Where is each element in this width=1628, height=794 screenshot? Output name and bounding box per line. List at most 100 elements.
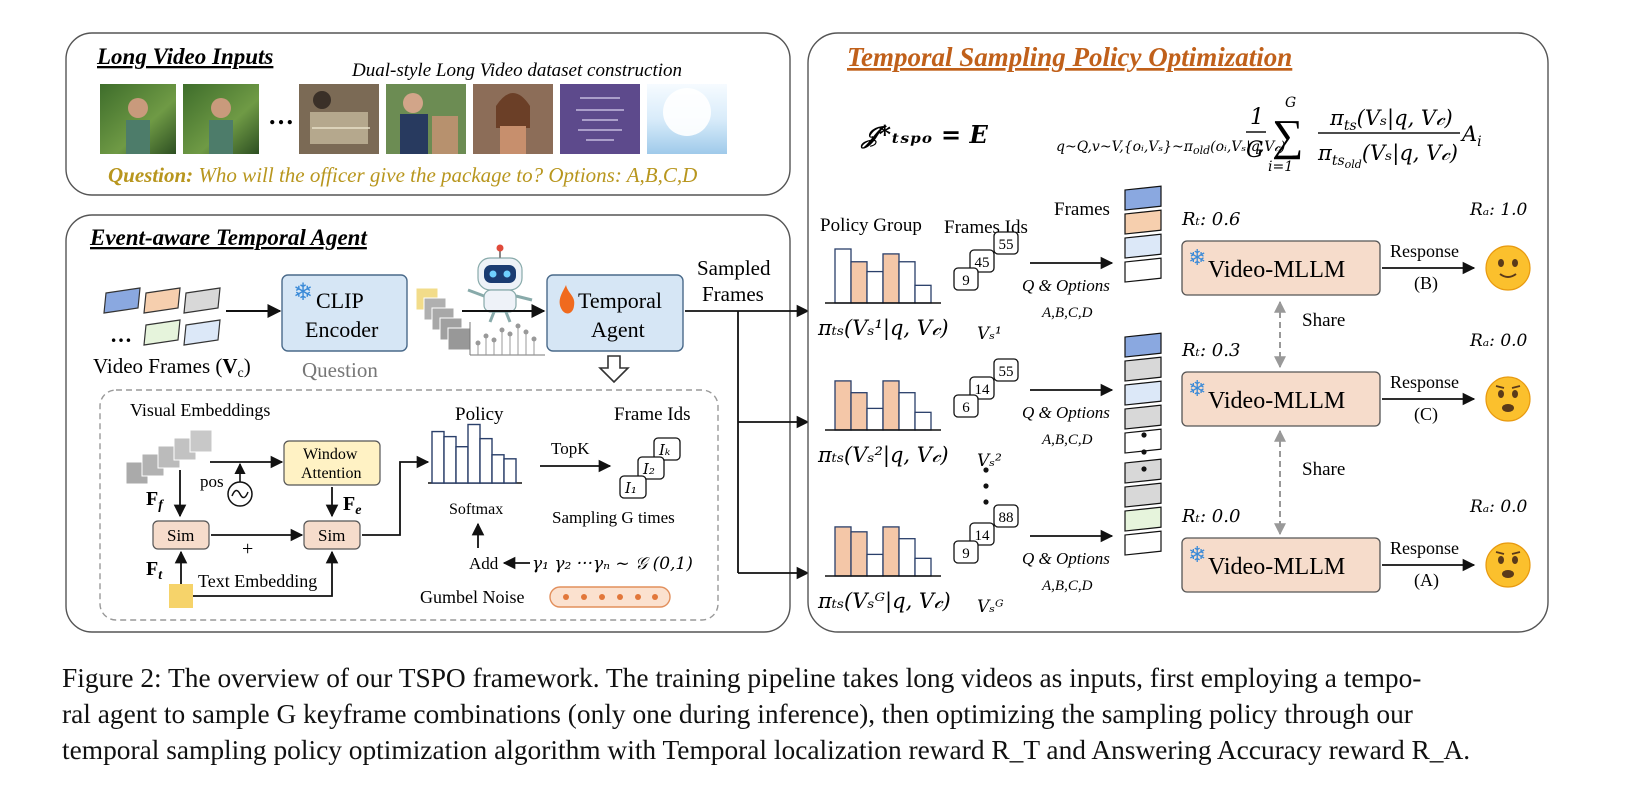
sampled-frames-arrows xyxy=(685,304,810,580)
frame-thumbnail xyxy=(1124,506,1162,532)
frame-id-box xyxy=(953,394,979,418)
arrow-text-to-sim xyxy=(193,550,339,597)
face-brow xyxy=(1511,385,1521,389)
sampled-set-label: Vₛ¹ xyxy=(977,324,1002,344)
frame-id-number: 6 xyxy=(962,400,970,416)
svg-text:Ai: Ai xyxy=(1460,122,1482,150)
robot-icon xyxy=(467,244,533,323)
agent-policy-bar xyxy=(479,437,493,484)
ft-label: Ft xyxy=(146,558,163,583)
face-eye xyxy=(1498,259,1504,267)
video-mllm-box xyxy=(1181,371,1381,427)
clip-label-line1: CLIP xyxy=(316,288,364,313)
temporal-agent-box: Temporal Agent xyxy=(546,274,684,352)
frame-id-box xyxy=(969,376,995,400)
snowflake-icon: ❄ xyxy=(1188,542,1206,567)
response-answer: (B) xyxy=(1414,273,1438,294)
svg-text:G: G xyxy=(1246,138,1264,163)
q-options-label: Q & Options xyxy=(1022,549,1110,568)
svg-text:Sim: Sim xyxy=(167,526,194,545)
thumbnail-ellipsis: … xyxy=(268,101,294,130)
svg-text:q~Q,v~V,{oᵢ,Vₛ}~πold(oᵢ,Vₛ|q,V: q~Q,v~V,{oᵢ,Vₛ}~πold(oᵢ,Vₛ|q,V𝒸) xyxy=(1056,139,1285,157)
frame-id-number: 9 xyxy=(962,546,970,562)
video-thumbnail-2 xyxy=(183,84,259,154)
agent-policy-bar xyxy=(431,430,445,484)
face-brow xyxy=(1495,385,1505,389)
svg-text:1: 1 xyxy=(1250,105,1264,130)
agent-detail-dashed-box xyxy=(99,389,719,621)
fire-icon xyxy=(559,285,575,314)
video-thumbnail-1 xyxy=(100,84,176,154)
softmax-label: Softmax xyxy=(449,501,503,518)
frame-thumbnail xyxy=(1124,257,1162,283)
topk-label: TopK xyxy=(551,439,590,458)
caption-line-2: ral agent to sample G keyframe combinati… xyxy=(62,699,1413,729)
video-mllm-label: Video-MLLM xyxy=(1208,257,1345,283)
visual-embeddings-stack xyxy=(125,429,213,485)
svg-text:πts(Vₛ|q, V𝒸): πts(Vₛ|q, V𝒸) xyxy=(1329,106,1453,134)
policy-bar xyxy=(898,392,916,431)
add-label: Add xyxy=(469,554,499,573)
face-eye xyxy=(1498,390,1504,398)
agent-policy-bar xyxy=(455,446,469,484)
face-eye xyxy=(1512,556,1518,564)
share-label-2: Share xyxy=(1302,459,1345,480)
text-embedding-icon xyxy=(169,584,193,608)
agent-policy-bar xyxy=(467,423,481,484)
question-label: Question xyxy=(302,358,378,382)
q-options-label: Q & Options xyxy=(1022,276,1110,295)
tspo-title: Temporal Sampling Policy Optimization xyxy=(847,42,1292,72)
frames-label: Frames xyxy=(1054,199,1110,220)
policy-bar xyxy=(866,270,884,304)
sampled-frames-line2: Frames xyxy=(702,282,764,306)
text-embedding-label: Text Embedding xyxy=(198,571,317,591)
svg-text:G: G xyxy=(1285,95,1296,111)
sampled-set-label: Vₛᴳ xyxy=(977,597,1004,617)
frame-id-box xyxy=(993,504,1019,528)
agent-panel-title: Event-aware Temporal Agent xyxy=(89,225,367,250)
video-mllm-label: Video-MLLM xyxy=(1208,388,1345,414)
policy-bar xyxy=(882,380,900,431)
face-mouth xyxy=(1502,570,1514,578)
figure-caption: Figure 2: The overview of our TSPO frame… xyxy=(62,660,1572,768)
policy-distribution-label: πₜₛ(Vₛ²|q, V𝒸) xyxy=(817,443,949,468)
video-thumbnail-4 xyxy=(386,84,466,154)
arrow-sim-to-policy xyxy=(362,455,430,536)
temporal-reward-label: Rₜ: 0.0 xyxy=(1181,506,1240,527)
agent-policy-chart xyxy=(428,423,522,484)
policy-bar xyxy=(914,411,932,431)
question-text: Question: Who will the officer give the … xyxy=(108,163,697,187)
video-thumbnail-7 xyxy=(647,84,727,154)
video-mllm-label: Video-MLLM xyxy=(1208,554,1345,580)
svg-text:i=1: i=1 xyxy=(1268,159,1293,175)
policy-bar xyxy=(914,284,932,304)
response-answer: (A) xyxy=(1414,570,1439,591)
frame-thumbnail xyxy=(1124,356,1162,382)
policy-group-label: Policy Group xyxy=(820,215,922,236)
caption-line-1: Figure 2: The overview of our TSPO frame… xyxy=(62,663,1422,693)
event-aware-agent-panel: Event-aware Temporal Agent … Video Frame… xyxy=(65,214,791,633)
frame-ids-stack: Iₖ I₂ I₁ xyxy=(619,437,681,499)
frame-thumbnail xyxy=(1124,209,1162,235)
policy-bar xyxy=(834,526,852,577)
agent-policy-bar xyxy=(443,435,457,484)
frames-ellipsis: … xyxy=(110,322,132,347)
face-mouth xyxy=(1499,273,1517,278)
face-mouth xyxy=(1502,404,1514,412)
mini-sampling-chart xyxy=(469,322,545,356)
frame-id-box xyxy=(953,540,979,564)
policy-bar xyxy=(834,380,852,431)
face-brow xyxy=(1511,551,1521,555)
long-video-title: Long Video Inputs xyxy=(96,44,273,69)
frame-thumbnail xyxy=(1124,332,1162,358)
accuracy-reward-label: Rₐ: 1.0 xyxy=(1469,200,1528,220)
gumbel-noise-label: Gumbel Noise xyxy=(420,587,524,607)
frame-thumbnail xyxy=(1124,233,1162,259)
snowflake-icon: ❄ xyxy=(293,280,313,306)
policy-bar xyxy=(834,248,852,304)
frame-thumbnail xyxy=(1124,380,1162,406)
pos-label: pos xyxy=(200,472,224,491)
